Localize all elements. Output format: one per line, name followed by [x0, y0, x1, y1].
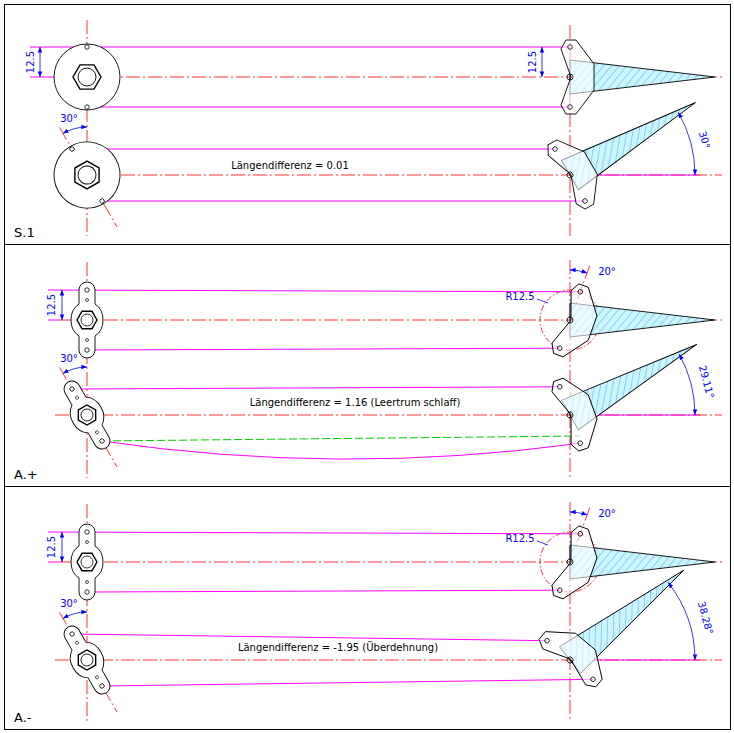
angle-dimension: 30°: [59, 599, 79, 609]
angle-dimension: 38.28°: [696, 599, 715, 636]
angle-dimension: 20°: [597, 509, 617, 519]
angle-dimension: 30°: [59, 354, 79, 364]
dimension-text: 12.5: [47, 293, 57, 317]
radius-dimension: R12.5: [504, 534, 535, 544]
length-note: Längendifferenz = 0.01: [230, 161, 350, 171]
dimension-text: 12.5: [528, 50, 538, 74]
length-note: Längendifferenz = -1.95 (Überdehnung): [237, 643, 439, 653]
angle-dimension: 30°: [697, 129, 712, 151]
panel-label: A.+: [14, 468, 38, 481]
angle-dimension: 29.11°: [697, 363, 716, 400]
drawing-panel: A.+: [4, 244, 731, 487]
angle-dimension: 30°: [59, 114, 79, 124]
panel-label: S.1: [14, 226, 35, 239]
length-note: Längendifferenz = 1.16 (Leertrum schlaff…: [249, 398, 462, 408]
dimension-text: 12.5: [26, 50, 36, 74]
drawing-panel: A.-: [4, 486, 731, 730]
radius-dimension: R12.5: [504, 292, 535, 302]
drawing-panel: S.1: [4, 4, 731, 245]
panel-label: A.-: [14, 711, 32, 724]
angle-dimension: 20°: [597, 267, 617, 277]
dimension-text: 12.5: [47, 535, 57, 559]
